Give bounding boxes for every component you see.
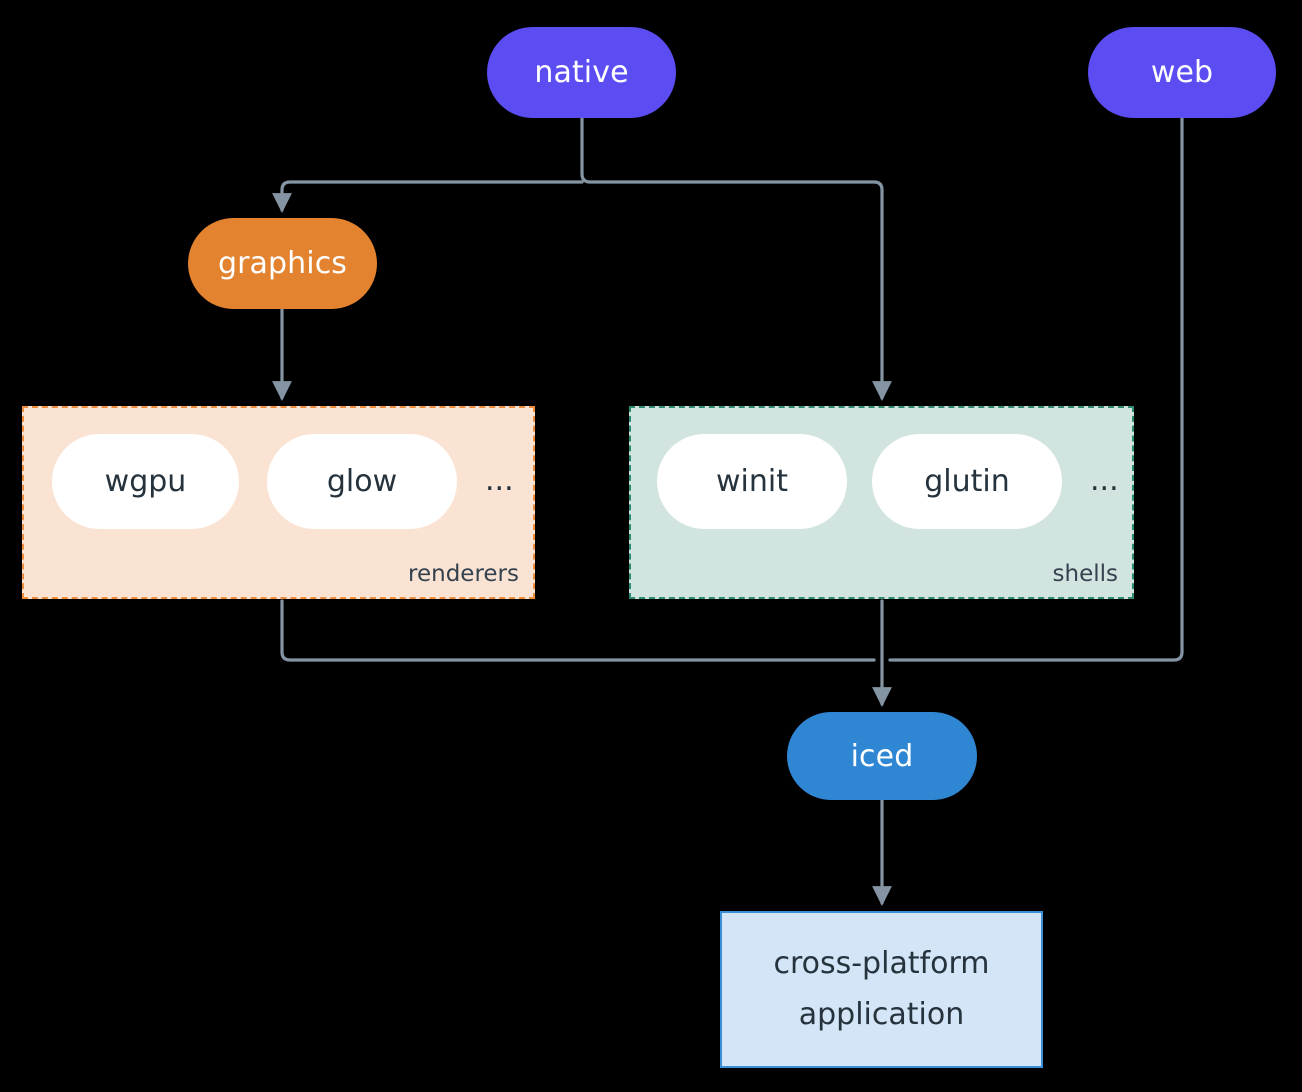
node-glow[interactable]: glow — [267, 434, 457, 529]
node-winit-label: winit — [716, 464, 788, 499]
node-glow-label: glow — [326, 464, 398, 499]
node-iced-label: iced — [850, 738, 914, 774]
shells-more-ellipsis: ... — [1090, 463, 1119, 498]
node-native[interactable]: native — [487, 27, 676, 118]
node-web-label: web — [1150, 55, 1214, 90]
application-label-line2: application — [798, 996, 965, 1032]
node-glutin[interactable]: glutin — [872, 434, 1062, 529]
edge-native-graphics — [272, 180, 584, 213]
application-label-line1: cross-platform — [773, 946, 990, 982]
cluster-shells: winit glutin ... shells — [629, 406, 1134, 599]
node-wgpu[interactable]: wgpu — [52, 434, 239, 529]
node-native-label: native — [534, 55, 629, 90]
node-wgpu-label: wgpu — [104, 464, 187, 499]
cluster-renderers-label: renderers — [408, 561, 519, 587]
node-winit[interactable]: winit — [657, 434, 847, 529]
edge-native-bus — [580, 116, 592, 184]
node-glutin-label: glutin — [924, 464, 1010, 499]
node-graphics-label: graphics — [217, 246, 348, 281]
node-iced[interactable]: iced — [787, 712, 977, 800]
cluster-shells-label: shells — [1052, 561, 1118, 587]
cluster-renderers: wgpu glow ... renderers — [22, 406, 535, 599]
renderers-more-ellipsis: ... — [485, 463, 514, 498]
node-cross-platform-application[interactable]: cross-platform application — [720, 911, 1043, 1068]
node-graphics[interactable]: graphics — [188, 218, 377, 309]
edge-native-shells — [588, 180, 892, 401]
node-web[interactable]: web — [1088, 27, 1276, 118]
edge-renderers-iced — [280, 599, 876, 662]
